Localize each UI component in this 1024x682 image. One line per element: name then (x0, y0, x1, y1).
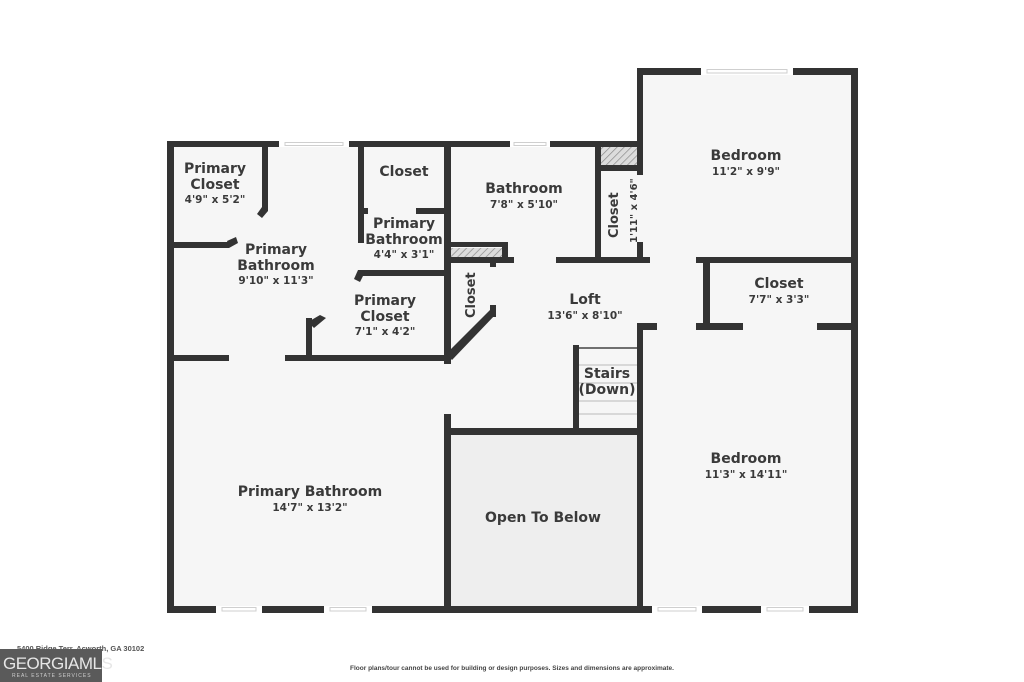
room-label-closet: Closet (379, 164, 429, 180)
room-label-closet-vertical-left: Closet (464, 272, 479, 318)
room-label-stairs: Stairs (Down) (578, 366, 636, 398)
room-label-bedroom-top: Bedroom 11'2" x 9'9" (710, 148, 782, 178)
room-label-bathroom: Bathroom 7'8" x 5'10" (485, 181, 563, 211)
disclaimer-text: Floor plans/tour cannot be used for buil… (350, 665, 674, 672)
room-label-primary-bathroom-small: Primary Bathroom 4'4" x 3'1" (365, 216, 443, 262)
room-dims-closet-vertical: 1'11" x 4'6" (629, 178, 640, 243)
room-label-primary-bathroom-main: Primary Bathroom 14'7" x 13'2" (237, 484, 383, 514)
logo-sub-text: REAL ESTATE SERVICES (12, 673, 92, 679)
room-fills (170, 72, 855, 610)
georgia-mls-logo: GEORGIAMLS REAL ESTATE SERVICES (0, 649, 113, 682)
windows (216, 68, 809, 613)
doorways (358, 175, 817, 414)
room-label-loft: Loft 13'6" x 8'10" (547, 292, 623, 322)
room-label-bedroom-bottom: Bedroom 11'3" x 14'11" (704, 451, 788, 481)
open-to-below-area (451, 434, 637, 608)
room-label-open-to-below: Open To Below (485, 510, 601, 526)
stairs-treads (579, 347, 637, 415)
walls (167, 68, 858, 613)
room-label-closet-vertical: Closet (607, 192, 622, 238)
room-label-primary-bathroom: Primary Bathroom 9'10" x 11'3" (237, 242, 315, 288)
hatched-block (451, 248, 502, 257)
room-label-primary-closet: Primary Closet 4'9" x 5'2" (183, 161, 247, 207)
logo-main-text: GEORGIAMLS (3, 654, 113, 673)
hatched-block (601, 147, 637, 165)
room-label-primary-closet-small: Primary Closet 7'1" x 4'2" (353, 293, 417, 339)
room-label-closet-right: Closet 7'7" x 3'3" (748, 276, 810, 306)
property-address: 5400 Ridge Terr, Acworth, GA 30102 (17, 644, 145, 653)
